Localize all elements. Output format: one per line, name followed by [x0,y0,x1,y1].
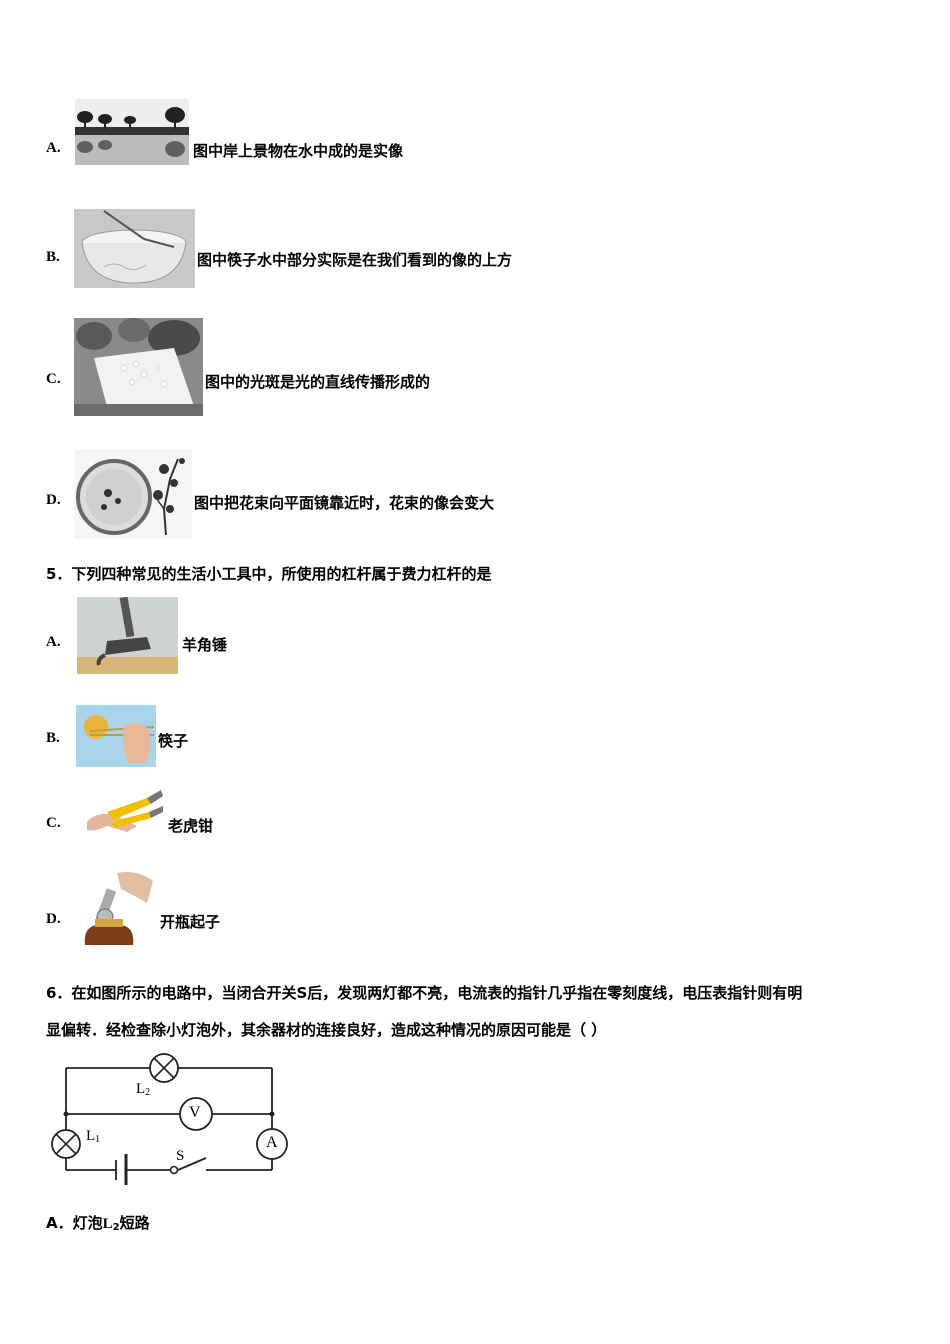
circuit-diagram: L2 V L1 A S [46,1050,301,1185]
option-text: 开瓶起子 [160,913,221,931]
question-6-option-a: A．灯泡L2短路 [46,1212,150,1233]
lamp-l1-symbol [51,1129,81,1159]
option-text: 图中筷子水中部分实际是在我们看到的像的上方 [197,251,513,269]
option-text: 图中的光斑是光的直线传播形成的 [205,373,431,391]
option-text: 图中岸上景物在水中成的是实像 [193,142,404,160]
voltmeter-label: V [189,1104,201,1121]
question-6-stem-line2: 显偏转．经检查除小灯泡外，其余器材的连接良好，造成这种情况的原因可能是（ ） [46,1021,607,1039]
option-text: 羊角锤 [182,636,228,654]
option-text: 图中把花束向平面镜靠近时，花束的像会变大 [194,494,495,512]
lamp-l2-label: L2 [136,1081,151,1098]
option-label: D. [46,911,61,927]
lamp-l1-label: L1 [86,1128,101,1145]
voltmeter-symbol [179,1097,213,1131]
option-label: A． [46,1214,73,1232]
question-5-stem: 5．下列四种常见的生活小工具中，所使用的杠杆属于费力杠杆的是 [46,565,492,583]
option-text: 筷子 [158,732,189,750]
option-label: A. [46,140,61,156]
option-label: A. [46,634,61,650]
chopstick-bowl-photo [74,209,195,288]
option-text-post: 短路 [119,1214,150,1232]
option-text-pre: 灯泡 [72,1214,103,1232]
option-label: B. [46,730,60,746]
lamp-subscript: 2 [112,1222,120,1233]
option-label: D. [46,492,61,508]
switch-symbol [169,1165,179,1175]
switch-label: S [176,1148,185,1164]
ammeter-symbol [256,1128,288,1160]
claw-hammer-photo [77,597,178,674]
bottle-opener-photo [77,869,157,945]
lamp-symbol: L [102,1216,113,1232]
question-6-stem-line1: 6．在如图所示的电路中，当闭合开关S后，发现两灯都不亮，电流表的指针几乎指在零刻… [46,984,803,1002]
ammeter-label: A [266,1134,278,1151]
chopsticks-photo [76,705,156,767]
option-label: B. [46,249,60,265]
option-label: C. [46,815,61,831]
reflection-photo [75,99,189,165]
option-text: 老虎钳 [168,817,214,835]
light-spots-photo [74,318,203,416]
battery-symbol [115,1154,128,1185]
option-label: C. [46,371,61,387]
lamp-l2-symbol [149,1053,179,1083]
mirror-flowers-photo [74,449,192,539]
pliers-photo [77,786,165,849]
